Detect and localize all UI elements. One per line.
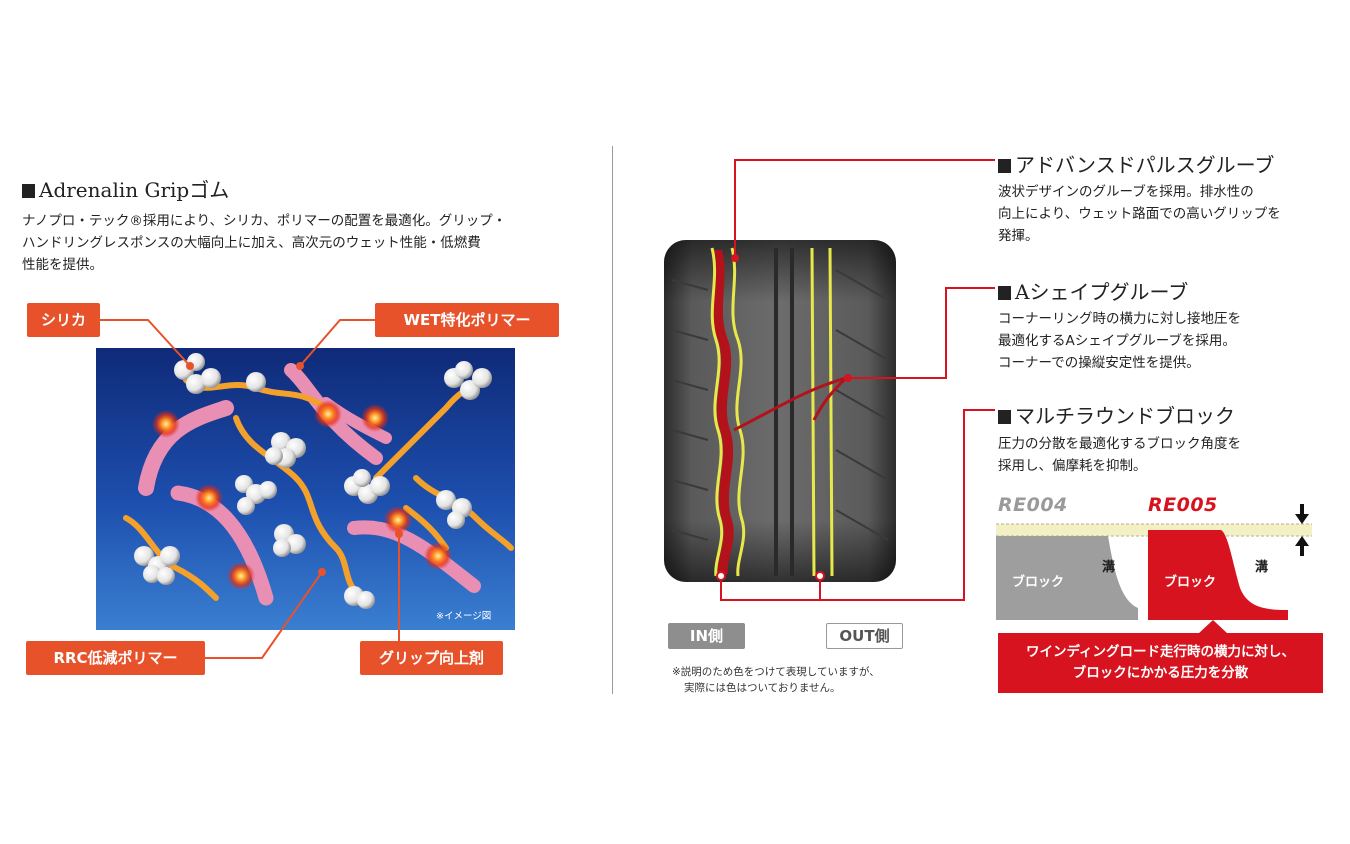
image-note: ※イメージ図 — [436, 611, 492, 622]
grip-agent-dots — [152, 400, 452, 590]
block-pressure-callout: ワインディングロード走行時の横力に対し、 ブロックにかかる圧力を分散 — [998, 633, 1323, 693]
adrenalin-grip-title: Adrenalin Gripゴム — [22, 174, 229, 203]
block-comparison-diagram — [996, 504, 1312, 620]
re005-block-label: ブロック — [1164, 575, 1217, 590]
in-side-label: IN側 — [668, 623, 745, 649]
re005-groove-label: 溝 — [1255, 560, 1269, 575]
square-bullet-icon — [998, 286, 1011, 300]
silica-cluster-2 — [246, 372, 266, 392]
feature-title-a-shape-groove: Aシェイプグルーブ — [998, 276, 1188, 305]
label-grip-agent: グリップ向上剤 — [360, 641, 503, 675]
pink-polymer-5 — [347, 520, 481, 593]
orange-polymer-3 — [123, 515, 219, 601]
silica-cluster-8 — [436, 490, 472, 529]
re005-label: RE005 — [1148, 494, 1218, 516]
feature-title-multi-round-block: マルチラウンドブロック — [998, 400, 1235, 429]
label-silica: シリカ — [27, 303, 100, 337]
label-rrc-polymer: RRC低減ポリマー — [26, 641, 205, 675]
feature-desc-multi-round-block: 圧力の分散を最適化するブロック角度を 採用し、偏摩耗を抑制。 — [998, 436, 1241, 474]
label-wet-polymer: WET特化ポリマー — [375, 303, 559, 337]
re004-block-label: ブロック — [1012, 575, 1065, 590]
re004-groove-label: 溝 — [1102, 560, 1116, 575]
compound-illustration: ※イメージ図 — [96, 348, 515, 630]
square-bullet-icon — [22, 184, 35, 198]
orange-polymer-2 — [233, 415, 369, 601]
square-bullet-icon — [998, 410, 1011, 424]
feature-desc-pulse-groove: 波状デザインのグルーブを採用。排水性の 向上により、ウェット路面での高いグリップ… — [998, 184, 1281, 244]
silica-cluster-5 — [273, 524, 306, 557]
silica-cluster-4 — [235, 475, 277, 515]
silica-cluster-9 — [134, 546, 180, 585]
tire-tread-illustration — [664, 240, 896, 582]
silica-cluster-7 — [444, 361, 492, 400]
silica-cluster-3 — [265, 432, 306, 468]
right-connector-lines — [716, 159, 995, 601]
left-connector-lines — [100, 319, 403, 659]
orange-polymer-5 — [413, 475, 514, 551]
compound-molecules-svg — [123, 353, 514, 609]
pink-polymer-3 — [170, 485, 274, 606]
callout-pointer — [1198, 620, 1228, 634]
section-divider — [612, 146, 613, 694]
re004-label: RE004 — [998, 494, 1068, 516]
feature-desc-a-shape-groove: コーナーリング時の横力に対し接地圧を 最適化するAシェイプグルーブを採用。 コー… — [998, 311, 1241, 371]
adrenalin-grip-description: ナノプロ・テック®採用により、シリカ、ポリマーの配置を最適化。グリップ・ ハンド… — [22, 213, 507, 273]
feature-title-pulse-groove: アドバンスドパルスグルーブ — [998, 149, 1274, 178]
square-bullet-icon — [998, 159, 1011, 173]
out-side-label: OUT側 — [826, 623, 903, 649]
silica-cluster-10 — [344, 586, 375, 609]
tire-caption: ※説明のため色をつけて表現していますが、 実際には色はついておりません。 — [672, 666, 880, 694]
silica-cluster-6 — [344, 469, 390, 504]
